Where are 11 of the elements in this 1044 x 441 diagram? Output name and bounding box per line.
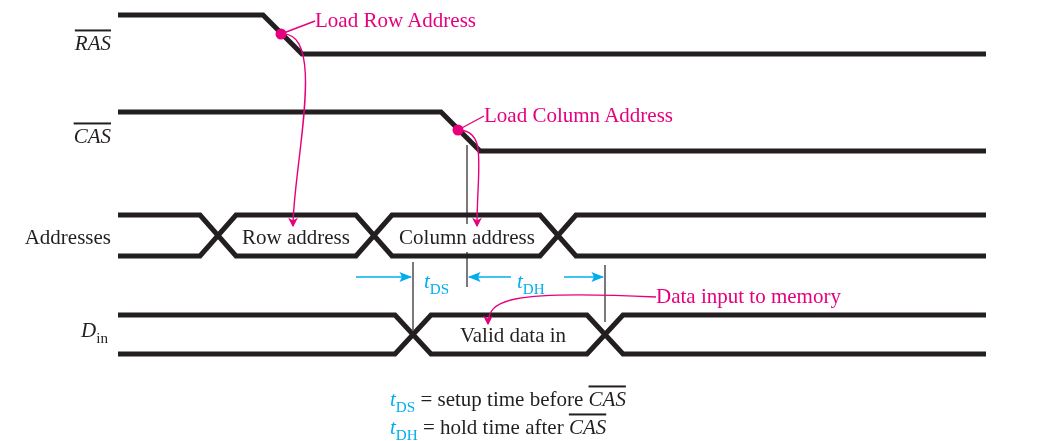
signal-label: Addresses [24,226,111,250]
timing-label: t$_{DS}$ [424,270,450,294]
signal-label: RAS [74,32,111,56]
signal-label: CAS [73,125,111,149]
annotation-text: Data input to memory [656,285,841,309]
annotation-text: Load Column Address [484,104,673,128]
definition-text: t$_{DS}$ = setup time before CAS [390,388,626,412]
annotation-text: Load Row Address [315,9,476,33]
definition-text: t$_{DH}$ = hold time after CAS [390,416,607,440]
leader-line [483,294,657,326]
signal-label: D$_{in}$ [81,319,108,343]
